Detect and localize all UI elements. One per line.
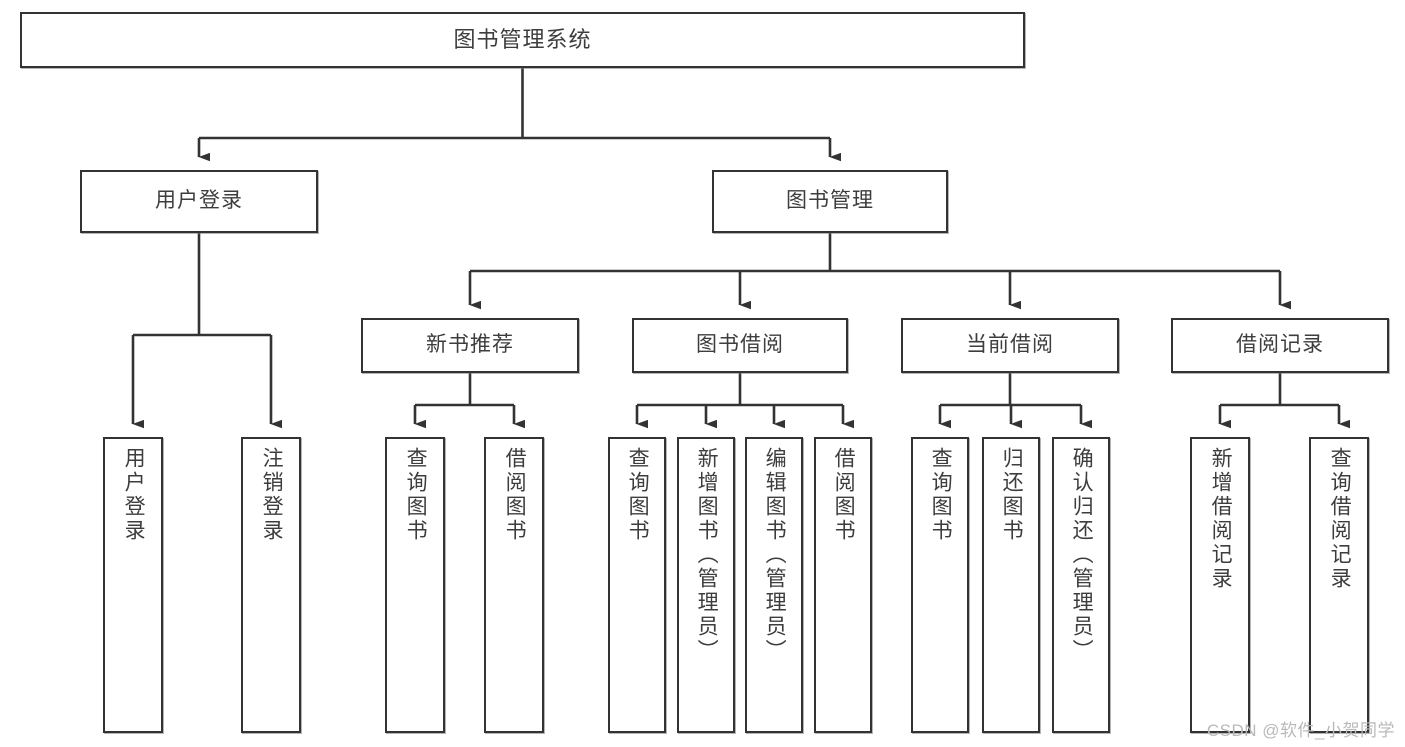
node-current-borrow-label: 当前借阅 (966, 333, 1054, 357)
node-borrow-record[interactable]: 借阅记录 (1171, 318, 1389, 373)
node-leaf-query-book-2-label: 查询图书 (626, 447, 650, 543)
node-leaf-borrow-book-2[interactable]: 借阅图书 (814, 437, 872, 733)
node-leaf-confirm-return[interactable]: 确认归还（管理员） (1052, 437, 1110, 733)
node-leaf-user-logout-label: 注销登录 (260, 447, 284, 543)
node-leaf-query-book-3[interactable]: 查询图书 (911, 437, 969, 733)
csdn-watermark: CSDN @软件_小贺同学 (1206, 721, 1395, 740)
node-leaf-user-login-label: 用户登录 (122, 447, 146, 543)
node-leaf-user-login[interactable]: 用户登录 (103, 437, 163, 733)
node-leaf-confirm-return-label: 确认归还（管理员） (1070, 447, 1094, 663)
node-book-borrow[interactable]: 图书借阅 (632, 318, 848, 373)
node-leaf-borrow-book-1-label: 借阅图书 (503, 447, 527, 543)
node-leaf-edit-book-label: 编辑图书（管理员） (763, 447, 787, 663)
node-root-label: 图书管理系统 (453, 27, 592, 53)
node-leaf-add-book[interactable]: 新增图书（管理员） (677, 437, 735, 733)
node-leaf-return-book-label: 归还图书 (1000, 447, 1024, 543)
node-current-borrow[interactable]: 当前借阅 (901, 318, 1119, 373)
node-user-login[interactable]: 用户登录 (80, 170, 318, 233)
node-borrow-record-label: 借阅记录 (1236, 333, 1324, 357)
node-user-login-label: 用户登录 (155, 189, 243, 213)
node-leaf-add-record-label: 新增借阅记录 (1209, 447, 1233, 591)
node-leaf-query-book-1-label: 查询图书 (404, 447, 428, 543)
node-leaf-borrow-book-1[interactable]: 借阅图书 (484, 437, 544, 733)
node-leaf-query-book-3-label: 查询图书 (929, 447, 953, 543)
node-book-manage-label: 图书管理 (786, 189, 874, 213)
node-new-book-rec[interactable]: 新书推荐 (361, 318, 579, 373)
node-leaf-query-record[interactable]: 查询借阅记录 (1309, 437, 1369, 733)
node-leaf-query-book-1[interactable]: 查询图书 (385, 437, 445, 733)
node-leaf-user-logout[interactable]: 注销登录 (241, 437, 301, 733)
node-leaf-add-book-label: 新增图书（管理员） (695, 447, 719, 663)
node-root[interactable]: 图书管理系统 (20, 12, 1025, 68)
node-new-book-rec-label: 新书推荐 (426, 333, 514, 357)
node-book-manage[interactable]: 图书管理 (712, 170, 948, 233)
node-leaf-query-book-2[interactable]: 查询图书 (608, 437, 666, 733)
node-leaf-edit-book[interactable]: 编辑图书（管理员） (745, 437, 803, 733)
node-leaf-add-record[interactable]: 新增借阅记录 (1190, 437, 1250, 733)
node-leaf-query-record-label: 查询借阅记录 (1328, 447, 1352, 591)
node-book-borrow-label: 图书借阅 (696, 333, 784, 357)
node-leaf-borrow-book-2-label: 借阅图书 (832, 447, 856, 543)
node-leaf-return-book[interactable]: 归还图书 (982, 437, 1040, 733)
